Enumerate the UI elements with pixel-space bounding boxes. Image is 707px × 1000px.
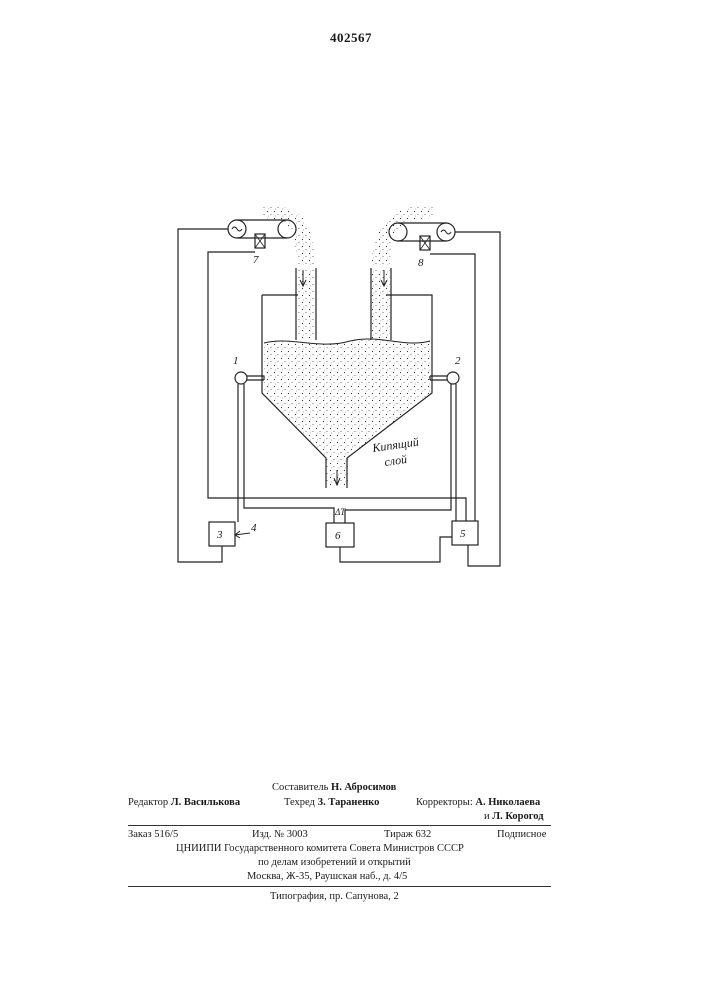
compiler-line: Составитель Н. Абросимов — [272, 782, 396, 793]
compiler-prefix: Составитель — [272, 782, 328, 793]
edition-number: Изд. № 3003 — [252, 829, 308, 840]
bed-label-line1: Кипящий — [370, 435, 419, 455]
tech-line: Техред З. Тараненко — [284, 797, 379, 808]
corrector2-prefix: и — [484, 811, 490, 822]
signal-4-arrow — [235, 531, 250, 538]
editor-prefix: Редактор — [128, 797, 168, 808]
left-material-flow — [262, 205, 315, 265]
valve-7-label: 7 — [253, 254, 259, 266]
left-belt — [237, 220, 287, 238]
editor-name: Л. Василькова — [171, 797, 240, 808]
sensor-2 — [447, 372, 459, 384]
printer-line: Типография, пр. Сапунова, 2 — [270, 891, 399, 902]
wire-block6-block5 — [340, 537, 452, 562]
org-line-1: ЦНИИПИ Государственного комитета Совета … — [176, 843, 464, 854]
editor-line: Редактор Л. Василькова — [128, 797, 240, 808]
sensor-1 — [235, 372, 247, 384]
tech-prefix: Техред — [284, 797, 315, 808]
bed-label-line2: слой — [383, 452, 407, 469]
block-6-label: 6 — [335, 530, 341, 542]
sensor-1-label: 1 — [233, 355, 239, 367]
wire-right-outer — [455, 232, 500, 566]
block-5-label: 5 — [460, 528, 466, 540]
correctors-line: Корректоры: А. Николаева — [416, 797, 540, 808]
tech-name: З. Тараненко — [318, 797, 380, 808]
address-line: Москва, Ж-35, Раушская наб., д. 4/5 — [247, 871, 407, 882]
left-feed-pipe-fill — [297, 268, 315, 340]
corrector-1: А. Николаева — [475, 797, 540, 808]
org-line-2: по делам изобретений и открытий — [258, 857, 411, 868]
valve-8-label: 8 — [418, 257, 424, 269]
correctors-prefix: Корректоры: — [416, 797, 473, 808]
wire-left-outer — [178, 229, 228, 562]
compiler-name: Н. Абросимов — [331, 782, 396, 793]
corrector-2: Л. Корогод — [492, 811, 543, 822]
right-feed-pipe-fill — [372, 268, 390, 340]
delta-t-label: ΔT — [334, 507, 346, 517]
circulation: Тираж 632 — [384, 829, 431, 840]
subscription-note: Подписное — [497, 829, 546, 840]
sensor-2-label: 2 — [455, 355, 461, 367]
right-material-flow — [372, 205, 433, 265]
signal-4-label: 4 — [251, 522, 257, 534]
order-number: Заказ 516/5 — [128, 829, 178, 840]
divider-bottom — [128, 886, 551, 887]
corrector2-line: и Л. Корогод — [484, 811, 544, 822]
block-3-label: 3 — [216, 529, 223, 541]
divider-top — [128, 825, 551, 826]
wire-right-inner — [430, 254, 475, 521]
